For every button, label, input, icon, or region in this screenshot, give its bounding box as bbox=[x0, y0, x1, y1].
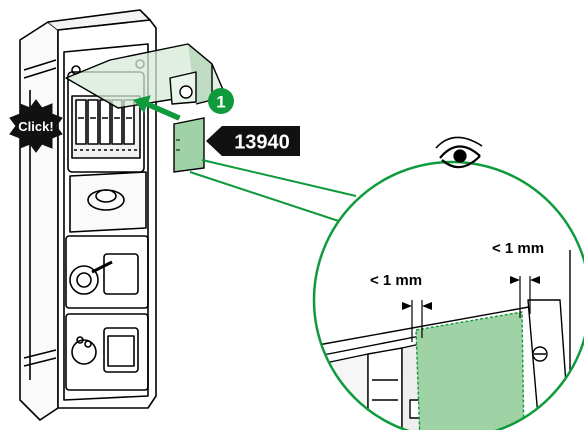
insert-arrow bbox=[133, 95, 181, 121]
click-label: Click! bbox=[18, 119, 53, 134]
step-number-badge: 1 bbox=[208, 88, 234, 114]
part-number-tag: 13940 bbox=[206, 126, 300, 156]
part-number-label: 13940 bbox=[234, 132, 290, 154]
gap-arrow-left bbox=[402, 302, 432, 310]
label-sticker bbox=[173, 117, 205, 173]
charger-housing bbox=[19, 9, 157, 421]
click-badge: Click! bbox=[9, 99, 63, 153]
transparent-cover bbox=[65, 43, 225, 109]
zoom-detail: < 1 mm < 1 mm bbox=[312, 160, 584, 430]
gap-arrow-right bbox=[510, 276, 540, 284]
gap-label-left: < 1 mm bbox=[370, 272, 422, 289]
gap-label-right: < 1 mm bbox=[492, 240, 544, 257]
starburst-badge bbox=[9, 99, 63, 153]
eye-icon bbox=[435, 136, 483, 169]
step-number: 1 bbox=[216, 93, 225, 112]
